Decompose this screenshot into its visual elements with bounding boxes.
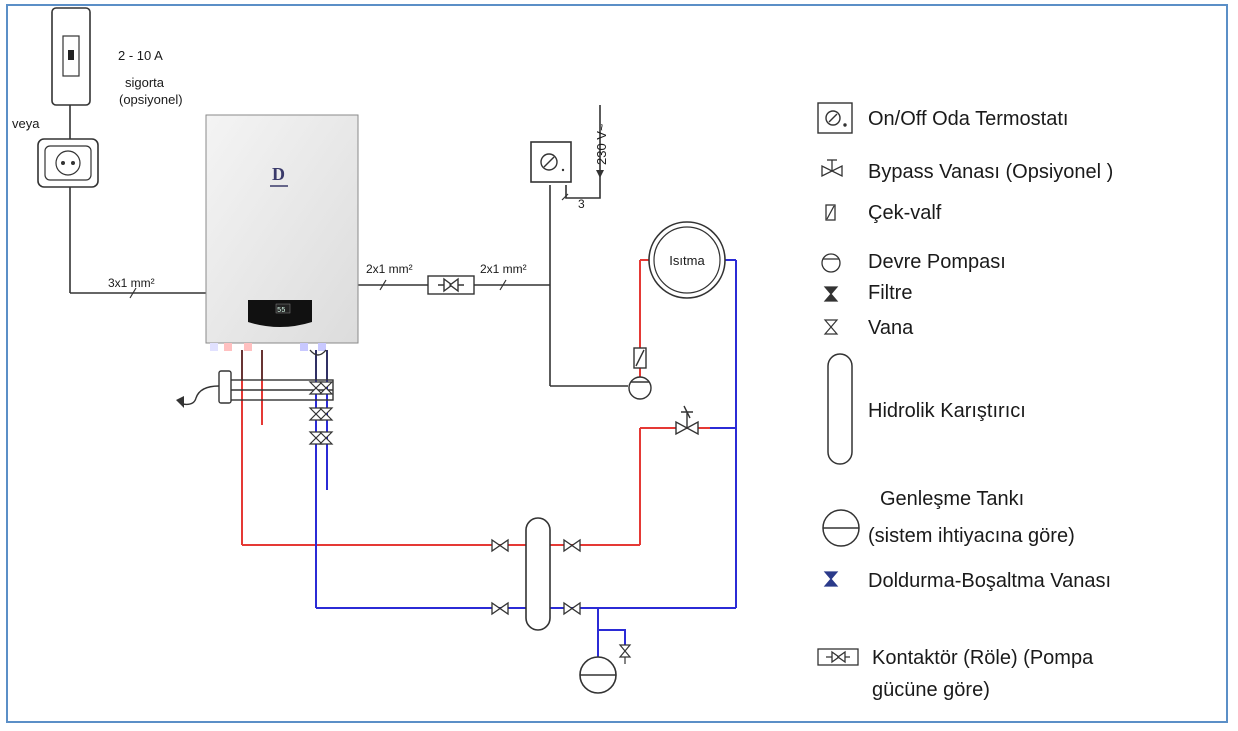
svg-text:D: D xyxy=(272,164,285,184)
expansion-tank xyxy=(579,656,617,694)
legend-thermostat: On/Off Oda Termostatı xyxy=(868,108,1068,130)
fuse-box xyxy=(51,7,91,106)
legend-expansion-2: (sistem ihtiyacına göre) xyxy=(868,525,1075,547)
legend-pump: Devre Pompası xyxy=(868,251,1006,273)
bypass-valve xyxy=(675,405,699,436)
legend-drain-icon xyxy=(823,571,839,587)
boiler-control-panel xyxy=(248,300,312,327)
fuse-label: sigorta xyxy=(125,75,165,90)
legend-mixer: Hidrolik Karıştırıcı xyxy=(868,400,1026,422)
legend-bypass: Bypass Vanası (Opsiyonel ) xyxy=(868,161,1113,183)
legend-mixer-icon xyxy=(827,353,853,465)
boiler-valves xyxy=(308,381,334,445)
cable-label-2x1-a: 2x1 mm² xyxy=(366,262,413,276)
veya-label: veya xyxy=(12,116,40,131)
circulation-pump xyxy=(628,376,652,400)
contactor-relay xyxy=(427,275,475,295)
legend-filter-icon xyxy=(823,286,839,302)
circuit-label: Isıtma xyxy=(669,253,705,268)
fuse-optional: (opsiyonel) xyxy=(119,92,183,107)
legend-valve-icon xyxy=(823,319,839,335)
fuse-rating: 2 - 10 A xyxy=(118,48,163,63)
legend-filter: Filtre xyxy=(868,282,912,304)
legend-expansion-icon xyxy=(822,509,860,547)
hydraulic-mixer xyxy=(525,517,551,631)
legend-contactor-icon xyxy=(817,648,859,666)
voltage-arrow xyxy=(596,170,604,178)
boiler-logo: D xyxy=(270,164,288,187)
legend-check-valve: Çek-valf xyxy=(868,202,942,224)
wall-socket xyxy=(37,138,99,188)
check-valve xyxy=(633,347,647,369)
boiler-manifold xyxy=(176,370,334,408)
legend-contactor-1: Kontaktör (Röle) (Pompa xyxy=(872,647,1094,669)
cable-ticks xyxy=(129,193,569,299)
legend-bypass-icon xyxy=(821,159,843,178)
legend-valve: Vana xyxy=(868,317,914,339)
cable-label-2x1-b: 2x1 mm² xyxy=(480,262,527,276)
legend-pump-icon xyxy=(821,253,841,273)
legend-expansion-1: Genleşme Tankı xyxy=(880,488,1024,510)
legend-check-valve-icon xyxy=(825,204,836,221)
cable-label-3x1: 3x1 mm² xyxy=(108,276,155,290)
legend: On/Off Oda Termostatı Bypass Vanası (Ops… xyxy=(817,102,1113,701)
legend-thermostat-icon xyxy=(817,102,853,134)
room-thermostat xyxy=(530,141,572,183)
wire-count: 3 xyxy=(578,197,585,211)
legend-drain: Doldurma-Boşaltma Vanası xyxy=(868,570,1111,592)
voltage-label: 230 V~ xyxy=(594,123,609,165)
boiler-pipe-stubs xyxy=(241,349,328,380)
drain-valve xyxy=(618,644,632,664)
legend-contactor-2: gücüne göre) xyxy=(872,679,990,701)
heating-circuit xyxy=(648,221,726,299)
boiler-display: 55 xyxy=(277,307,285,315)
loop-valves xyxy=(491,538,581,616)
